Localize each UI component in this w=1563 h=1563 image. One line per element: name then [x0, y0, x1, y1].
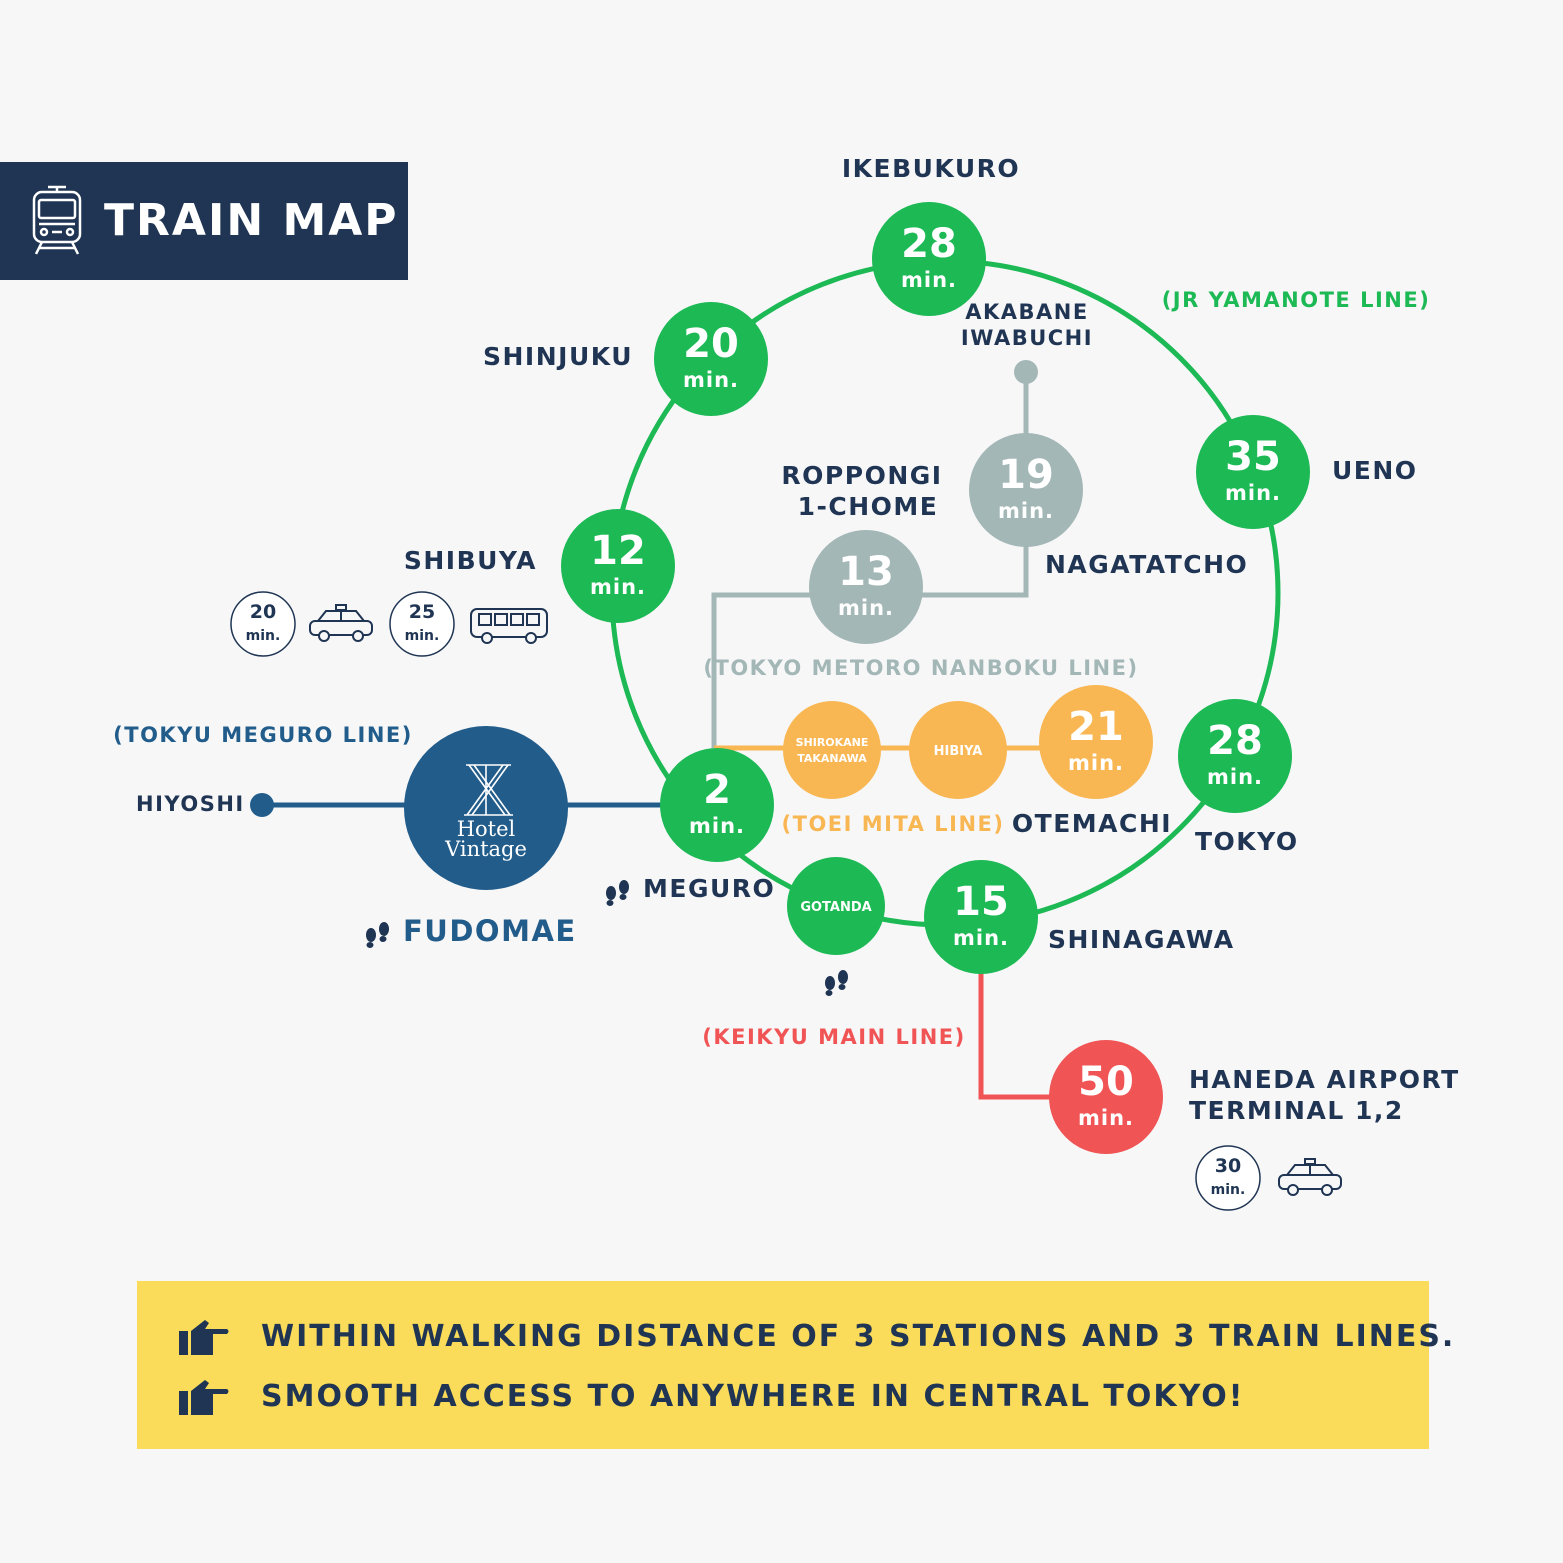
shinjuku-label: SHINJUKU	[483, 342, 633, 371]
keikyu-line-label: (KEIKYU MAIN LINE)	[702, 1025, 965, 1049]
tokyo-unit: min.	[1207, 765, 1263, 789]
hibiya-label: HIBIYA	[934, 744, 983, 759]
hiyoshi-label: HIYOSHI	[136, 792, 245, 816]
akabane-label-2: IWABUCHI	[961, 326, 1093, 350]
station-haneda-airport: 50 min.	[1049, 1040, 1163, 1154]
akabane-label-1: AKABANE	[965, 300, 1088, 324]
shibuya-taxi-unit: min.	[246, 628, 281, 644]
title-banner: TRAIN MAP	[0, 162, 408, 280]
otemachi-label: OTEMACHI	[1012, 809, 1172, 838]
station-hibiya: HIBIYA	[909, 701, 1007, 799]
shibuya-bus-badge: 25 min.	[389, 591, 455, 657]
shibuya-bus-time: 25	[409, 601, 435, 623]
gotanda-label: GOTANDA	[800, 900, 871, 915]
roppongi-time: 13	[838, 549, 894, 595]
ueno-unit: min.	[1225, 481, 1281, 505]
haneda-taxi-unit: min.	[1211, 1182, 1246, 1198]
haneda-label-1: HANEDA AIRPORT	[1189, 1065, 1460, 1094]
taxi-icon	[1278, 1158, 1342, 1196]
roppongi-unit: min.	[838, 596, 894, 620]
hotel-logo-icon	[464, 764, 513, 816]
shibuya-time: 12	[590, 528, 646, 574]
shinagawa-label: SHINAGAWA	[1048, 925, 1235, 954]
ueno-label: UENO	[1332, 456, 1418, 485]
pointing-hand-icon	[179, 1380, 229, 1415]
highlight-box: WITHIN WALKING DISTANCE OF 3 STATIONS AN…	[137, 1281, 1453, 1449]
haneda-time: 50	[1078, 1059, 1134, 1105]
hotel-name-line2: Vintage	[444, 837, 527, 861]
mita-line-label: (TOEI MITA LINE)	[782, 812, 1005, 836]
footprints-icon	[366, 922, 389, 948]
shibuya-unit: min.	[590, 575, 646, 599]
haneda-taxi-time: 30	[1215, 1155, 1241, 1177]
station-ikebukuro: 28 min.	[872, 202, 986, 316]
fudomae-label: FUDOMAE	[403, 914, 577, 948]
yamanote-line-label: (JR YAMANOTE LINE)	[1162, 288, 1431, 312]
info-text-1: WITHIN WALKING DISTANCE OF 3 STATIONS AN…	[261, 1319, 1456, 1354]
station-gotanda: GOTANDA	[787, 857, 885, 955]
footprints-icon	[825, 970, 848, 996]
shinjuku-time: 20	[683, 321, 739, 367]
station-nagatacho: 19 min.	[969, 433, 1083, 547]
station-meguro: 2 min.	[660, 748, 774, 862]
info-text-2: SMOOTH ACCESS TO ANYWHERE IN CENTRAL TOK…	[261, 1379, 1245, 1414]
roppongi-label-2: 1-CHOME	[798, 492, 939, 521]
station-shibuya: 12 min.	[561, 509, 675, 623]
station-otemachi: 21 min.	[1039, 685, 1153, 799]
shirokane-label-2: TAKANAWA	[797, 752, 867, 765]
shinagawa-unit: min.	[953, 926, 1009, 950]
meguro-unit: min.	[689, 814, 745, 838]
akabane-terminus-dot	[1014, 360, 1038, 384]
ikebukuro-label: IKEBUKURO	[842, 154, 1020, 183]
station-roppongi: 13 min.	[809, 530, 923, 644]
shibuya-taxi-time: 20	[250, 601, 276, 623]
otemachi-unit: min.	[1068, 751, 1124, 775]
haneda-label-2: TERMINAL 1,2	[1189, 1096, 1404, 1125]
nagatacho-time: 19	[998, 452, 1054, 498]
shinjuku-unit: min.	[683, 368, 739, 392]
meguro-label: MEGURO	[643, 874, 775, 903]
hiyoshi-terminus-dot	[250, 793, 274, 817]
shibuya-bus-unit: min.	[405, 628, 440, 644]
tokyo-label: TOKYO	[1195, 827, 1299, 856]
station-shirokane-takanawa: SHIROKANE TAKANAWA	[783, 701, 881, 799]
nagatacho-unit: min.	[998, 499, 1054, 523]
shibuya-taxi-badge: 20 min.	[230, 591, 296, 657]
station-shinjuku: 20 min.	[654, 302, 768, 416]
station-ueno: 35 min.	[1196, 415, 1310, 529]
nagatacho-label: NAGATATCHO	[1045, 550, 1248, 579]
ikebukuro-unit: min.	[901, 268, 957, 292]
info-line-2: SMOOTH ACCESS TO ANYWHERE IN CENTRAL TOK…	[137, 1367, 1429, 1427]
ikebukuro-time: 28	[901, 221, 957, 267]
nanboku-line-label: (TOKYO METORO NANBOKU LINE)	[703, 656, 1138, 680]
page-title: TRAIN MAP	[104, 195, 399, 246]
station-tokyo: 28 min.	[1178, 699, 1292, 813]
hotel-vintage-fudomae: Hotel Vintage	[404, 726, 568, 890]
ueno-time: 35	[1225, 434, 1281, 480]
tokyo-time: 28	[1207, 718, 1263, 764]
pointing-hand-icon	[179, 1320, 229, 1355]
haneda-taxi-badge: 30 min.	[1195, 1145, 1261, 1211]
otemachi-time: 21	[1068, 704, 1124, 750]
hotel-name-line1: Hotel	[457, 817, 516, 841]
shinagawa-time: 15	[953, 879, 1009, 925]
roppongi-label-1: ROPPONGI	[781, 461, 942, 490]
haneda-unit: min.	[1078, 1106, 1134, 1130]
info-line-1: WITHIN WALKING DISTANCE OF 3 STATIONS AN…	[137, 1307, 1453, 1367]
shirokane-label-1: SHIROKANE	[796, 736, 869, 749]
footprints-icon	[606, 880, 629, 906]
station-shinagawa: 15 min.	[924, 860, 1038, 974]
meguro-line-label: (TOKYU MEGURO LINE)	[113, 723, 413, 747]
train-icon	[32, 185, 82, 255]
bus-icon	[470, 608, 548, 644]
taxi-icon	[309, 604, 373, 642]
meguro-time: 2	[703, 767, 731, 813]
shibuya-label: SHIBUYA	[404, 546, 537, 575]
